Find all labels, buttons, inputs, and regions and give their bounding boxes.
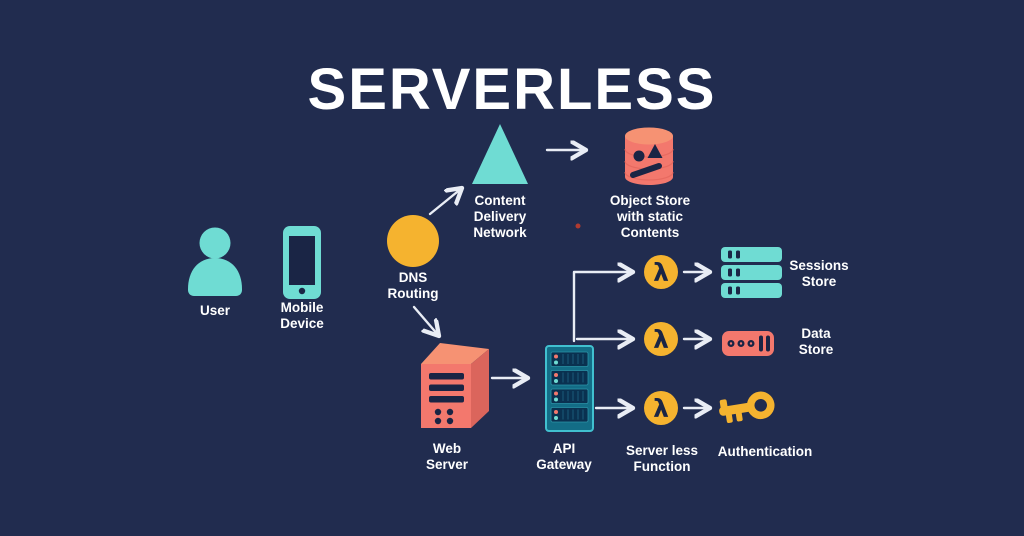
web-server-icon [421, 343, 489, 428]
svg-text:λ: λ [653, 325, 669, 354]
serverless-function-label: Server less Function [625, 443, 699, 475]
svg-text:λ: λ [653, 258, 669, 287]
sessions-store-icon [721, 247, 782, 298]
authentication-key-icon [719, 391, 775, 424]
user-label: User [199, 303, 231, 318]
cdn-label: Content Delivery Network [473, 193, 527, 241]
mobile-device-icon [283, 226, 321, 299]
sessions-store-label: Sessions Store [789, 258, 849, 290]
lambda-function-1-icon: λ [644, 255, 678, 289]
object-store-icon [624, 127, 674, 185]
page-title: SERVERLESS [307, 57, 717, 122]
arrow-gateway-to-lambda-1 [572, 272, 633, 343]
api-gateway-label: API Gateway [536, 441, 592, 473]
authentication-label: Authentication [717, 444, 813, 459]
arrow-dns-to-cdn [428, 188, 462, 216]
red-dot [575, 223, 581, 229]
dns-routing-label: DNS Routing [387, 270, 439, 302]
arrow-dns-to-web-server [412, 305, 439, 336]
web-server-label: Web Server [425, 441, 469, 473]
user-icon [188, 227, 242, 296]
data-store-icon [722, 331, 774, 356]
svg-text:λ: λ [653, 394, 669, 423]
lambda-function-3-icon: λ [644, 391, 678, 425]
mobile-device-label: Mobile Device [280, 300, 324, 332]
lambda-function-2-icon: λ [644, 322, 678, 356]
dns-routing-icon [387, 215, 439, 267]
cdn-icon [472, 124, 528, 184]
data-store-label: Data Store [798, 326, 834, 358]
object-store-label: Object Store with static Contents [609, 193, 691, 241]
api-gateway-icon [545, 345, 594, 432]
